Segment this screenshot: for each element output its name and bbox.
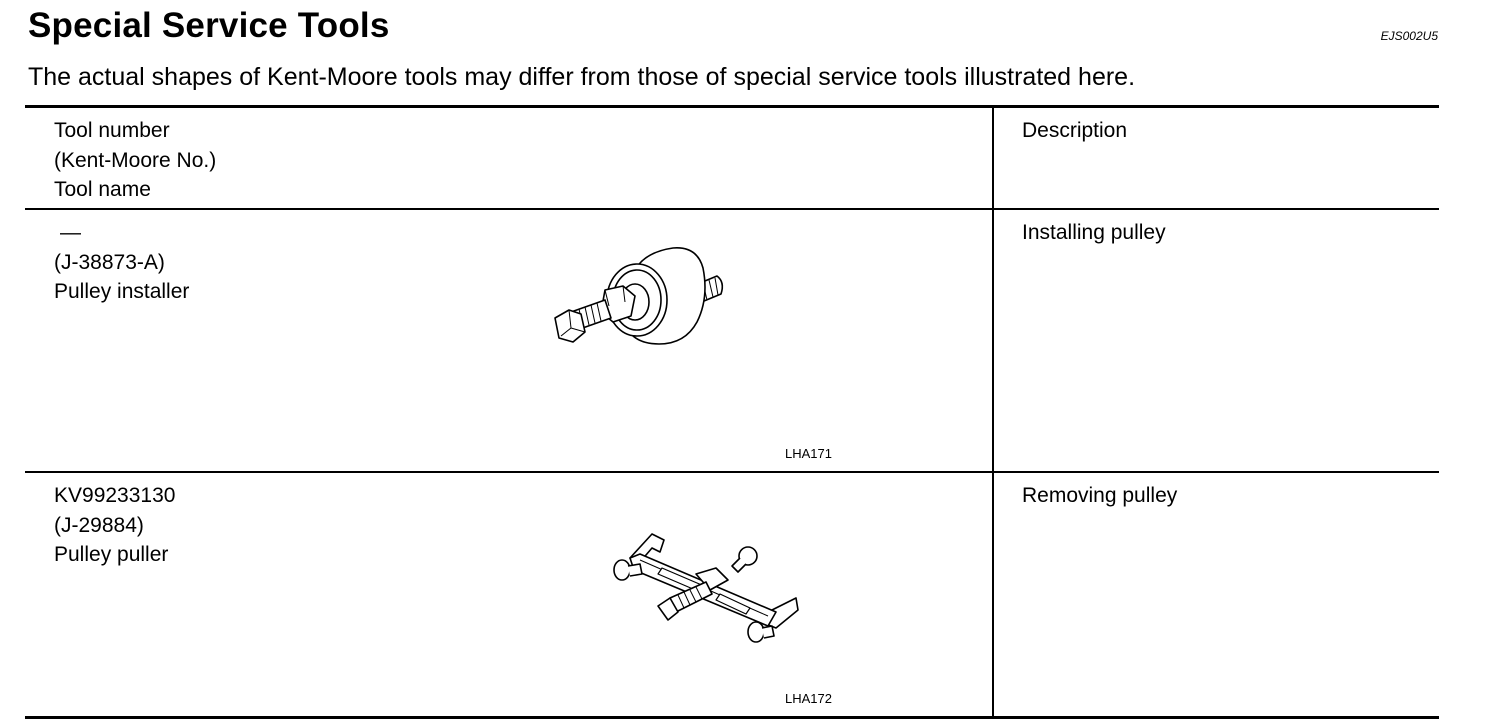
illustration-code: LHA172 (785, 691, 832, 706)
table-top-rule (25, 105, 1439, 108)
pulley-installer-illustration (554, 247, 724, 345)
header-description: Description (1022, 119, 1128, 142)
tool-name: Pulley puller (54, 543, 169, 566)
tool-cell: KV99233130 (J-29884) Pulley puller (25, 473, 994, 716)
intro-text: The actual shapes of Kent-Moore tools ma… (28, 63, 1136, 91)
table-row: KV99233130 (J-29884) Pulley puller (25, 473, 1439, 716)
table-row: — (J-38873-A) Pulley installer (25, 210, 1439, 471)
header-tool-cell: Tool number (Kent-Moore No.) Tool name (25, 108, 994, 208)
table-row-divider (25, 471, 1439, 473)
illustration-code: LHA171 (785, 446, 832, 461)
kent-moore-number: (J-38873-A) (54, 250, 165, 274)
tool-cell: — (J-38873-A) Pulley installer (25, 210, 994, 471)
header-description-cell: Description (994, 108, 1439, 208)
pulley-puller-illustration (613, 533, 799, 643)
header-tool-name: Tool name (54, 178, 151, 201)
table-header-row: Tool number (Kent-Moore No.) Tool name D… (25, 108, 1439, 208)
tool-number: KV99233130 (54, 484, 176, 507)
page-title: Special Service Tools (28, 6, 390, 45)
tool-name: Pulley installer (54, 280, 190, 303)
kent-moore-number: (J-29884) (54, 513, 144, 537)
table-row-divider (25, 208, 1439, 210)
special-service-tools-table: Tool number (Kent-Moore No.) Tool name D… (25, 105, 1439, 719)
tool-description: Removing pulley (1022, 484, 1178, 507)
document-code: EJS002U5 (1380, 29, 1438, 43)
description-cell: Installing pulley (994, 210, 1439, 471)
description-cell: Removing pulley (994, 473, 1439, 716)
tool-description: Installing pulley (1022, 221, 1166, 244)
header-tool-number: Tool number (54, 119, 170, 142)
table-bottom-rule (25, 716, 1439, 719)
tool-number: — (60, 221, 81, 244)
header-kent-moore: (Kent-Moore No.) (54, 148, 217, 172)
